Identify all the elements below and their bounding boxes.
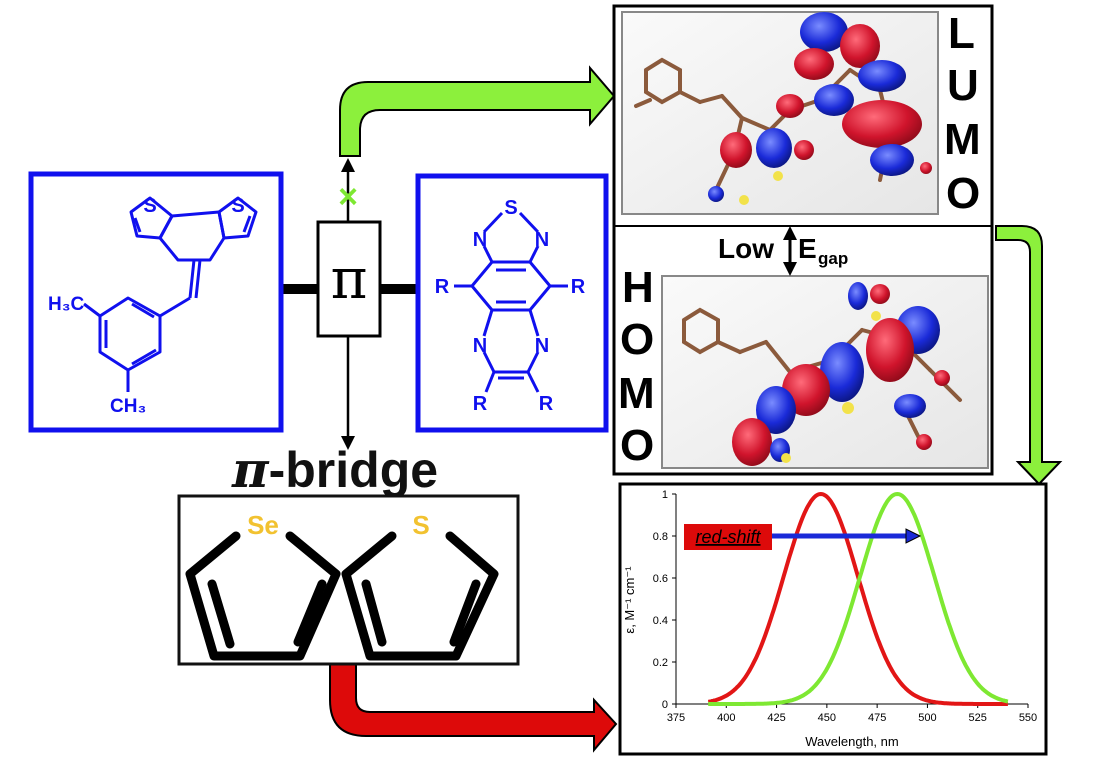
donor-ch3-label: CH₃: [110, 396, 146, 417]
acceptor-n2-label: N: [535, 229, 549, 251]
x-tick-label: 550: [1019, 712, 1037, 724]
donor-h3c-label: H₃C: [48, 294, 85, 315]
green-arrow-to-spectrum: [995, 225, 1063, 486]
acceptor-r3-label: R: [473, 393, 488, 415]
redshift-label: red-shift: [695, 527, 761, 547]
acceptor-r4-label: R: [539, 393, 554, 415]
donor-molecule: S S H₃C CH₃: [28, 171, 284, 433]
homo-orbital-image: [661, 275, 989, 469]
x-tick-label: 500: [918, 712, 936, 724]
lumo-orbital-image: [621, 11, 939, 215]
energy-gap-label: Low E gap: [718, 226, 848, 276]
blocked-cross-icon: ×: [338, 178, 358, 216]
x-tick-label: 450: [818, 712, 836, 724]
bridge-s-label: S: [412, 510, 429, 540]
acceptor-n3-label: N: [473, 335, 487, 357]
x-tick-label: 525: [969, 712, 987, 724]
acceptor-n1-label: N: [473, 229, 487, 251]
spectrum-series-2: [708, 491, 1009, 706]
red-arrow-to-spectrum: [329, 663, 618, 753]
bridge-molecule: Se S: [177, 494, 520, 666]
pi-symbol: π: [331, 247, 368, 312]
connector-lines: [282, 158, 416, 450]
redshift-badge: [684, 524, 772, 550]
green-arrow-to-lumo: [339, 65, 616, 157]
low-label: Low: [718, 233, 774, 264]
y-tick-label: 0.6: [653, 573, 668, 585]
acceptor-n4-label: N: [535, 335, 549, 357]
acceptor-r1-label: R: [435, 276, 450, 298]
y-axis-label: ε, M⁻¹ cm⁻¹: [622, 566, 637, 634]
pi-box: π: [316, 220, 382, 338]
egap-e-label: E: [798, 233, 817, 264]
y-tick-label: 1: [662, 489, 668, 501]
acceptor-molecule: S N N R R N N R R: [415, 173, 609, 433]
bridge-se-label: Se: [247, 510, 279, 540]
homo-letter-m: M: [618, 369, 655, 418]
lumo-letter-m: M: [944, 115, 981, 164]
homo-letter-h: H: [622, 263, 654, 312]
lumo-letter-o: O: [946, 169, 981, 218]
lumo-letter-u: U: [947, 61, 979, 110]
redshift-arrow-head: [905, 528, 922, 544]
homo-letter-o2: O: [620, 421, 655, 470]
donor-s1-label: S: [143, 195, 156, 217]
y-tick-label: 0.4: [653, 615, 668, 627]
x-axis-label: Wavelength, nm: [805, 734, 898, 749]
lumo-letter-l: L: [948, 9, 975, 58]
x-tick-label: 425: [767, 712, 785, 724]
y-tick-label: 0.2: [653, 657, 668, 669]
acceptor-s-label: S: [504, 197, 517, 219]
homo-letter-o1: O: [620, 315, 655, 364]
pi-bridge-title: π-bridge: [232, 440, 439, 499]
donor-s2-label: S: [231, 195, 244, 217]
x-tick-label: 475: [868, 712, 886, 724]
y-tick-label: 0: [662, 699, 668, 711]
egap-sub-label: gap: [818, 249, 848, 268]
spectrum-curves: [708, 491, 1009, 706]
x-tick-label: 375: [667, 712, 685, 724]
x-tick-label: 400: [717, 712, 735, 724]
acceptor-r2-label: R: [571, 276, 586, 298]
y-tick-label: 0.8: [653, 531, 668, 543]
y-ticks: 0 0.2 0.4 0.6 0.8 1: [653, 489, 676, 711]
